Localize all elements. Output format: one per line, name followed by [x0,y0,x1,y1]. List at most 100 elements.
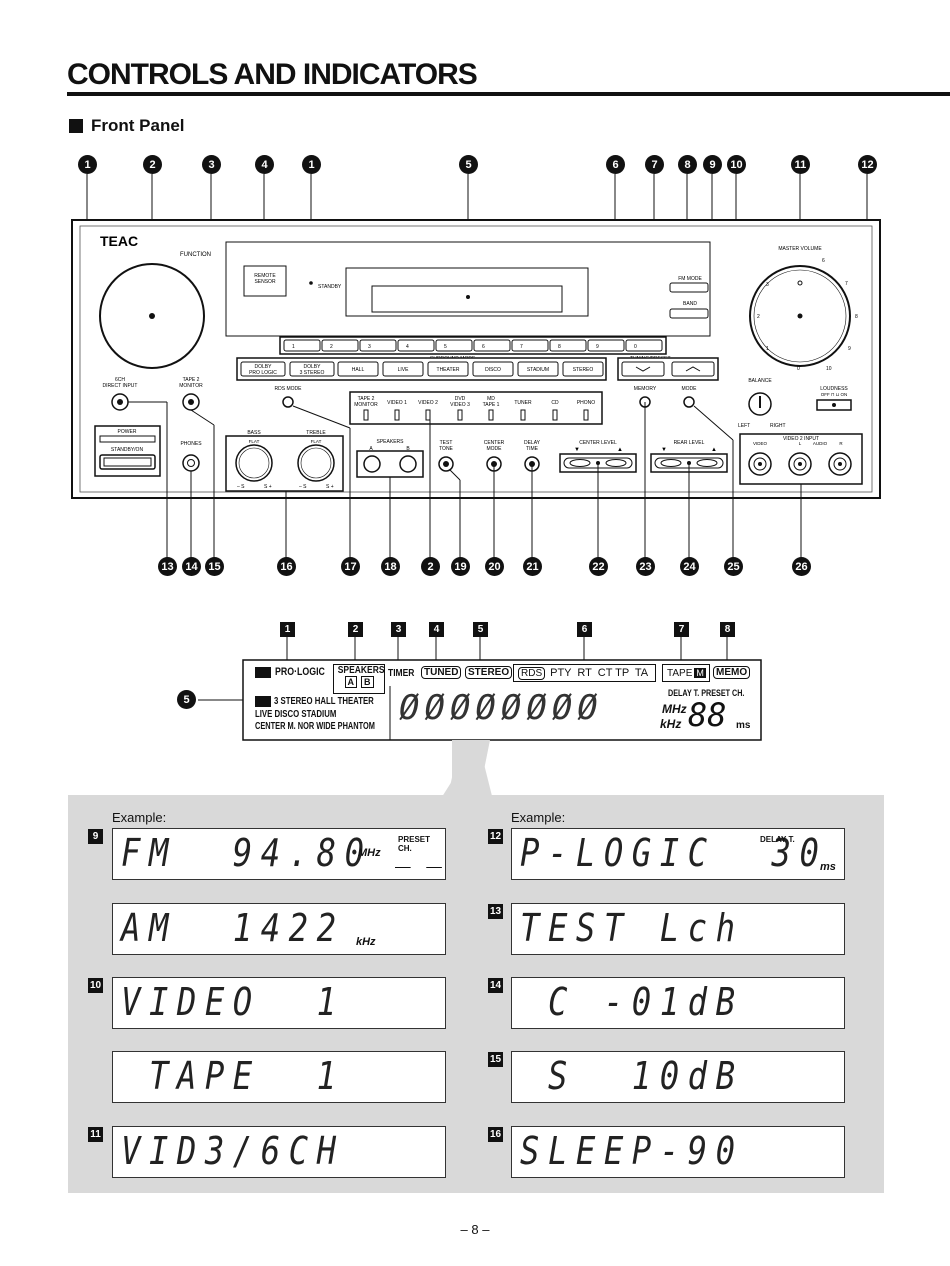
indicator-num-3: 3 [391,622,406,637]
svg-text:STEREO: STEREO [573,367,594,373]
lcd-text: AM 1422 [121,906,345,950]
svg-text:1: 1 [766,346,769,352]
mode-line-1: 3 STEREO HALL THEATER [274,696,374,707]
svg-text:9: 9 [596,344,599,350]
khz-label: kHz [660,717,682,731]
indicator-num-1: 1 [280,622,295,637]
svg-text:VIDEO 2: VIDEO 2 [418,400,438,406]
speakers-indicator-box: SPEAKERS A B [333,664,385,694]
indicator-num-7: 7 [674,622,689,637]
svg-text:▼: ▼ [574,447,580,453]
svg-text:▼: ▼ [661,447,667,453]
svg-text:3 STEREO: 3 STEREO [300,370,325,376]
svg-text:TEAC: TEAC [100,233,138,249]
callout-20: 20 [485,557,504,576]
svg-text:REAR LEVEL: REAR LEVEL [674,440,705,446]
callout-13: 13 [158,557,177,576]
svg-text:MONITOR: MONITOR [354,402,378,408]
callout-7: 7 [645,155,664,174]
svg-text:SPEAKERS: SPEAKERS [377,439,405,445]
svg-text:STANDBY/ON: STANDBY/ON [111,447,144,453]
callout-3: 3 [202,155,221,174]
svg-text:DIRECT INPUT: DIRECT INPUT [103,383,138,389]
front-panel-diagram: TEAC FUNCTION REMOTE SENSOR STANDBY FM M… [71,174,881,558]
svg-text:TUNER: TUNER [514,400,532,406]
svg-text:R: R [839,441,843,446]
example-label-left: Example: [112,810,167,825]
svg-text:STANDBY: STANDBY [318,284,342,290]
lcd-text: C -01dB [520,980,744,1024]
callout-24: 24 [680,557,699,576]
delay-preset-label: DELAY T. PRESET CH. [668,688,745,698]
callout-5: 5 [459,155,478,174]
svg-text:4: 4 [406,344,409,350]
svg-text:CD: CD [551,400,559,406]
svg-text:VIDEO 1: VIDEO 1 [387,400,407,406]
tape-m-indicator: M [694,668,706,678]
svg-text:RDS MODE: RDS MODE [275,386,303,392]
indicator-num-5: 5 [473,622,488,637]
pro-logic-indicator: PRO·LOGIC [275,666,325,678]
svg-text:PRO LOGIC: PRO LOGIC [249,370,277,376]
callout-4: 4 [255,155,274,174]
svg-text:TREBLE: TREBLE [306,430,326,436]
lcd-tag: DELAY T. [760,835,795,844]
lcd-text: SLEEP-90 [520,1129,744,1173]
tuned-indicator: TUNED [421,666,462,679]
svg-text:TEST: TEST [440,440,453,446]
example-num-11: 11 [88,1127,103,1142]
lcd-text: VIDEO 1 [121,980,345,1024]
svg-text:FLAT: FLAT [311,439,322,444]
rds-indicator: RDS [518,666,546,680]
lcd-example-sleep: SLEEP-90 [511,1126,845,1178]
svg-text:5: 5 [444,344,447,350]
lcd-text: TAPE 1 [121,1054,345,1098]
lcd-example-plogic: P-LOGIC 30 DELAY T. ms [511,828,845,880]
svg-text:BAND: BAND [683,301,697,307]
example-num-13: 13 [488,904,503,919]
memo-indicator: MEMO [713,666,751,679]
indicator-num-8: 8 [720,622,735,637]
lcd-example-test: TEST Lch [511,903,845,955]
example-num-12: 12 [488,829,503,844]
svg-text:RIGHT: RIGHT [770,423,786,429]
svg-text:3: 3 [766,282,769,288]
svg-text:8: 8 [855,314,858,320]
svg-text:PHONES: PHONES [180,441,202,447]
svg-text:REMOTE: REMOTE [254,273,276,279]
lcd-text: FM 94.80 [121,831,373,875]
svg-text:6CH: 6CH [115,377,125,383]
svg-text:VIDEO 3: VIDEO 3 [450,402,470,408]
svg-text:POWER: POWER [118,429,137,435]
mode-line-2: LIVE DISCO STADIUM [255,709,337,720]
lcd-example-fm: FM 94.80 MHz PRESET CH. _ _ [112,828,446,880]
lcd-example-surround: S 10dB [511,1051,845,1103]
ms-label: ms [736,720,751,731]
mode-line-3: CENTER M. NOR WIDE PHANTOM [255,721,375,732]
svg-text:TAPE 2: TAPE 2 [358,396,375,402]
svg-text:▲: ▲ [617,447,623,453]
svg-text:B: B [406,446,410,452]
svg-text:FM MODE: FM MODE [678,276,702,282]
svg-text:– S: – S [237,484,245,490]
callout-12: 12 [858,155,877,174]
svg-text:OFF ⊓ ⊔ ON: OFF ⊓ ⊔ ON [821,392,848,397]
title-rule [67,92,950,96]
svg-text:MEMORY: MEMORY [634,386,657,392]
svg-text:MD: MD [487,396,495,402]
section-heading: Front Panel [69,116,185,136]
callout-2: 2 [143,155,162,174]
callout-19: 19 [451,557,470,576]
callout-23: 23 [636,557,655,576]
svg-text:0: 0 [634,344,637,350]
callout-1: 1 [78,155,97,174]
indicator-num-2: 2 [348,622,363,637]
lcd-example-am: AM 1422 kHz [112,903,446,955]
display-callout-5: 5 [177,690,196,709]
segment-digits: ØØØØØØØØ [399,688,603,728]
stereo-indicator: STEREO [465,666,513,679]
example-num-16: 16 [488,1127,503,1142]
svg-text:8: 8 [558,344,561,350]
callout-10: 10 [727,155,746,174]
rds-items: PTY RT CT TP TA [550,667,649,679]
